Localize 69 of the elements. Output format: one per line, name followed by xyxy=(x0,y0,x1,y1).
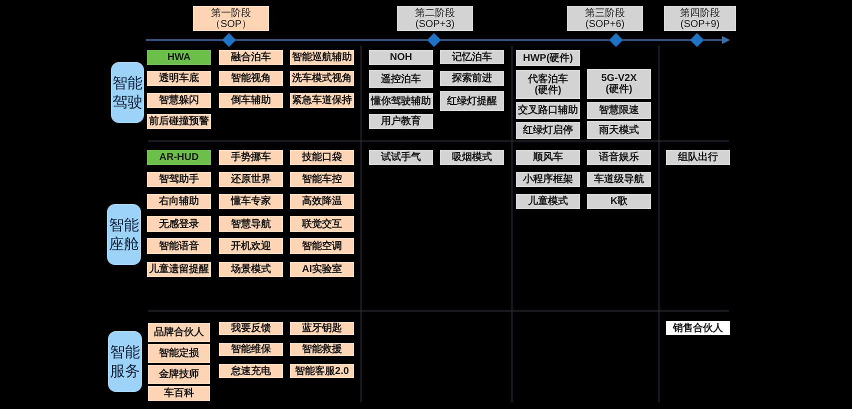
feature-box: 智能定损 xyxy=(147,343,211,364)
feature-box: 智能视角 xyxy=(219,71,283,86)
feature-box: 智能空调 xyxy=(290,238,354,254)
feature-box: 小程序框架 xyxy=(516,172,580,187)
feature-box: 记忆泊车 xyxy=(440,50,504,64)
feature-box: 还原世界 xyxy=(219,172,283,187)
feature-box: 智能车控 xyxy=(290,172,354,187)
feature-box: NOH xyxy=(369,50,433,65)
feature-box: 语音娱乐 xyxy=(587,150,651,165)
feature-box: 组队出行 xyxy=(666,150,730,165)
feature-box: 开机欢迎 xyxy=(219,238,283,254)
feature-box: 遥控泊车 xyxy=(369,70,433,88)
feature-box: 我要反馈 xyxy=(219,322,283,335)
category-pill: 智能座舱 xyxy=(107,204,141,265)
feature-box: 吸烟模式 xyxy=(440,150,504,165)
feature-box: 智能巡航辅助 xyxy=(290,50,354,65)
feature-box: 右向辅助 xyxy=(147,194,211,209)
feature-box: 前后碰撞预警 xyxy=(147,114,211,129)
feature-box: 懂你驾驶辅助 xyxy=(369,93,433,109)
feature-box: 倒车辅助 xyxy=(219,93,283,108)
feature-box: 品牌合伙人 xyxy=(147,322,211,343)
feature-box: 无感登录 xyxy=(147,216,211,232)
category-pill: 智能服务 xyxy=(108,331,142,392)
phase-box: 第一阶段（SOP） xyxy=(193,6,269,31)
feature-box: 代客泊车(硬件) xyxy=(516,70,580,99)
feature-box: 车道级导航 xyxy=(587,172,651,187)
feature-box: 雨天模式 xyxy=(587,121,651,139)
feature-box: 智能救援 xyxy=(290,343,354,356)
feature-box: 联觉交互 xyxy=(290,216,354,232)
feature-box: 儿童遗留提醒 xyxy=(147,262,211,277)
feature-box: 用户教育 xyxy=(369,114,433,129)
feature-box: AR-HUD xyxy=(147,150,211,165)
feature-box: HWA xyxy=(147,50,211,65)
feature-box: HWP(硬件) xyxy=(516,50,580,66)
feature-box: 蓝牙钥匙 xyxy=(290,322,354,335)
feature-box: 融合泊车 xyxy=(219,50,283,65)
phase-box: 第三阶段(SOP+6) xyxy=(567,6,643,31)
feature-box: 试试手气 xyxy=(369,150,433,165)
feature-box: 智能语音 xyxy=(147,238,211,254)
phase-box: 第二阶段(SOP+3) xyxy=(397,6,473,31)
feature-box: 交叉路口辅助 xyxy=(516,102,580,119)
feature-box: 金牌技师 xyxy=(147,364,211,385)
feature-box: AI实验室 xyxy=(290,262,354,277)
feature-box: 场景模式 xyxy=(219,262,283,277)
feature-box: 探索前进 xyxy=(440,71,504,86)
feature-box: 懂车专家 xyxy=(219,194,283,209)
feature-box: K歌 xyxy=(587,194,651,209)
category-pill: 智能驾驶 xyxy=(111,62,144,123)
feature-box: 智慧限速 xyxy=(587,102,651,119)
feature-box: 红绿灯提醒 xyxy=(440,91,504,111)
feature-box: 手势挪车 xyxy=(219,150,283,165)
feature-box: 洗车模式视角 xyxy=(290,71,354,86)
feature-box: 智能客服2.0 xyxy=(290,364,354,378)
feature-box: 顺风车 xyxy=(516,150,580,165)
feature-box: 智慧导航 xyxy=(219,216,283,232)
feature-box: 紧急车道保持 xyxy=(290,93,354,108)
feature-box: 儿童模式 xyxy=(516,194,580,209)
feature-box: 智慧躲闪 xyxy=(147,93,211,108)
feature-box: 车百科 xyxy=(147,385,211,402)
feature-box: 透明车底 xyxy=(147,71,211,86)
feature-box: 怠速充电 xyxy=(219,364,283,378)
feature-box: 红绿灯启停 xyxy=(516,122,580,139)
feature-box: 技能口袋 xyxy=(290,150,354,165)
feature-box: 智能维保 xyxy=(219,343,283,356)
feature-box: 5G-V2X(硬件) xyxy=(587,69,651,99)
feature-box: 销售合伙人 xyxy=(666,321,730,335)
phase-box: 第四阶段(SOP+9) xyxy=(664,6,736,31)
feature-box: 高效降温 xyxy=(290,194,354,209)
feature-box: 智驾助手 xyxy=(147,172,211,187)
